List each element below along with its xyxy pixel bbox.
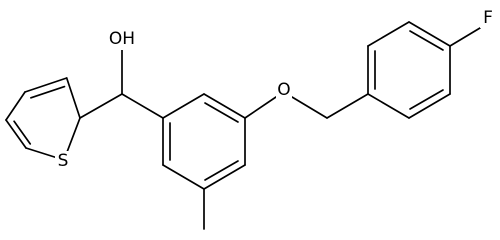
bond [326, 93, 369, 119]
bond [449, 27, 481, 47]
bond [291, 96, 328, 119]
label-mask [109, 28, 135, 50]
label-mask [55, 151, 71, 171]
bond [24, 77, 68, 93]
atom-labels: OH O F S [55, 8, 494, 171]
bond [203, 164, 246, 190]
bond [204, 160, 239, 181]
bond [79, 93, 123, 119]
structure-diagram: OH O F S [5, 8, 494, 230]
substituent-bonds [203, 93, 369, 230]
bond [409, 30, 444, 51]
label-mask [480, 8, 494, 28]
carbinol-bonds [79, 45, 164, 119]
bond [367, 21, 410, 47]
bond [5, 91, 26, 121]
fluorine-label: F [483, 8, 493, 28]
molecule-canvas: OH O F S [5, 8, 494, 230]
thiophene-ring [5, 77, 81, 161]
bond [409, 89, 444, 110]
bond [13, 120, 32, 145]
central-benzene-ring [162, 93, 246, 190]
bond [203, 93, 246, 119]
bond [162, 164, 205, 190]
bond [121, 93, 164, 119]
bond [408, 21, 451, 47]
bond [162, 93, 205, 119]
hydroxyl-label: OH [109, 29, 135, 49]
bond [5, 119, 27, 149]
bond [367, 93, 410, 119]
sulfur-label: S [58, 151, 69, 171]
bond [65, 77, 81, 119]
bond [30, 85, 66, 99]
fluorophenyl-ring [367, 21, 481, 119]
bond [408, 93, 451, 119]
bond [244, 96, 277, 119]
ether-oxygen-label: O [277, 80, 290, 100]
bond [204, 102, 239, 123]
label-mask [276, 80, 292, 100]
